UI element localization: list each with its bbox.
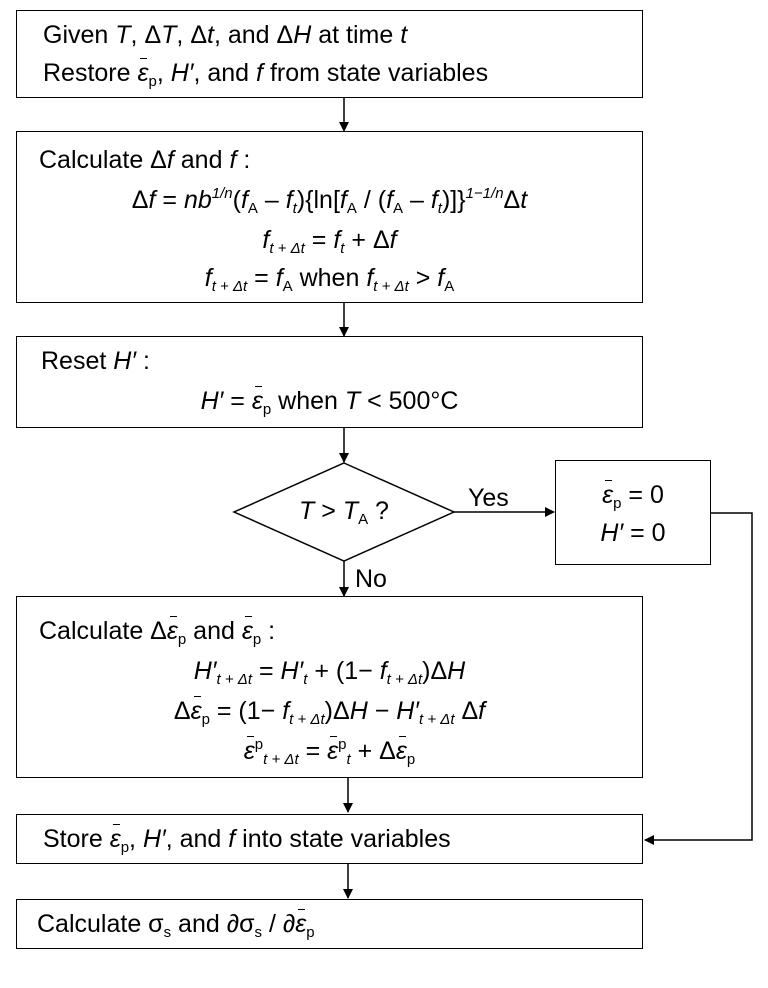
calculate-f-title: Calculate Δf and f : (39, 146, 251, 174)
h-zero-line: H′ = 0 (600, 519, 666, 547)
restore-line: Restore εp, H′, and f from state variabl… (43, 58, 489, 90)
yes-label: Yes (468, 484, 509, 512)
store-line: Store εp, H′, and f into state variables (43, 824, 451, 856)
reset-h-title: Reset H′ : (41, 347, 150, 375)
ep-zero-line: εp = 0 (602, 480, 664, 512)
reset-zero-box: εp = 0 H′ = 0 (555, 460, 711, 565)
reset-h-equation: H′ = εp when T < 500°C (200, 386, 459, 418)
h-update-equation: H′t + Δt = H′t + (1− ft + Δt)ΔH (193, 657, 466, 688)
calculate-ep-title: Calculate Δεp and εp : (39, 616, 276, 648)
calculate-stress-line: Calculate σs and ∂σs / ∂εp (37, 909, 315, 941)
delta-ep-equation: Δεp = (1− ft + Δt)ΔH − H′t + Δt Δf (173, 696, 486, 728)
reset-h-box: Reset H′ : H′ = εp when T < 500°C (16, 336, 643, 428)
calculate-f-box: Calculate Δf and f : Δf = nb1/n(fA – ft)… (16, 131, 643, 303)
given-line: Given T, ΔT, Δt, and ΔH at time t (43, 21, 408, 49)
calculate-stress-box: Calculate σs and ∂σs / ∂εp (16, 899, 643, 949)
f-limit-equation: ft + Δt = fA when ft + Δt > fA (204, 264, 455, 295)
arrow-side-box5 (644, 512, 753, 845)
start-box: Given T, ΔT, Δt, and ΔH at time t Restor… (16, 10, 643, 98)
store-box: Store εp, H′, and f into state variables (16, 814, 643, 864)
ep-update-equation: εpt + Δt = εpt + Δεp (243, 736, 416, 768)
f-update-equation: ft + Δt = ft + Δf (262, 226, 397, 257)
delta-f-equation: Δf = nb1/n(fA – ft){ln[fA / (fA – ft)]}1… (131, 185, 528, 217)
decision-condition: T > TA ? (299, 497, 389, 528)
no-label: No (355, 565, 387, 593)
calculate-ep-box: Calculate Δεp and εp : H′t + Δt = H′t + … (16, 596, 643, 778)
